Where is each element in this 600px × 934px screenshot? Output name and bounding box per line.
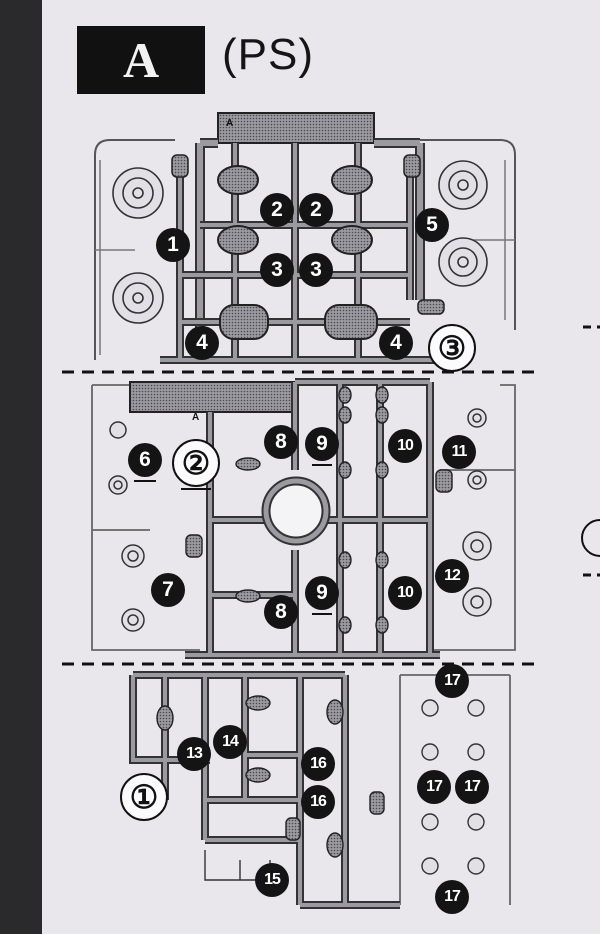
part-number-9-underline	[312, 613, 332, 615]
part-number-4: 4	[379, 326, 413, 360]
part-number-16: 16	[301, 747, 335, 781]
sub-runner-2-underline	[181, 488, 211, 490]
part-number-17: 17	[455, 770, 489, 804]
outer-frame-thin	[94, 139, 516, 360]
part-number-5: 5	[415, 208, 449, 242]
part-number-2: 2	[260, 193, 294, 227]
part-number-2: 2	[299, 193, 333, 227]
part-number-8: 8	[264, 595, 298, 629]
part-number-4: 4	[185, 326, 219, 360]
runner-letter: A	[122, 32, 160, 88]
part-number-17: 17	[435, 880, 469, 914]
part-number-10: 10	[388, 576, 422, 610]
part-number-9: 9	[305, 427, 339, 461]
runner-letter-box: A	[77, 26, 205, 94]
runner-section-3	[94, 112, 516, 364]
runner-plastic-code: (PS)	[222, 30, 314, 79]
gate-tag-section-2: A	[192, 412, 200, 423]
inner-frame-thin	[95, 160, 515, 355]
part-number-13: 13	[177, 737, 211, 771]
gate-tag-section-3: A	[226, 118, 234, 129]
part-number-9: 9	[305, 576, 339, 610]
part-number-8: 8	[264, 425, 298, 459]
sub-runner-3-marker: ③	[428, 324, 476, 372]
part-number-1: 1	[156, 228, 190, 262]
runner-section-2	[91, 378, 516, 659]
page-spine	[0, 0, 42, 934]
part-number-7: 7	[151, 573, 185, 607]
part-number-6: 6	[128, 443, 162, 477]
part-number-6-underline	[134, 480, 156, 482]
thin-frame-2	[91, 384, 516, 651]
top-tab	[217, 112, 375, 144]
part-number-9-underline	[312, 464, 332, 466]
part-number-17: 17	[435, 664, 469, 698]
part-number-3: 3	[299, 253, 333, 287]
runner-main-frame-fill	[197, 140, 423, 360]
part-number-16: 16	[301, 785, 335, 819]
part-number-11: 11	[442, 435, 476, 469]
gate-block	[129, 381, 296, 413]
part-number-15: 15	[255, 863, 289, 897]
edge-circle-fragment	[581, 519, 600, 557]
part-number-14: 14	[213, 725, 247, 759]
sub-runner-1-marker: ①	[120, 773, 168, 821]
sub-runner-2-marker: ②	[172, 439, 220, 487]
part-number-10: 10	[388, 429, 422, 463]
part-number-12: 12	[435, 559, 469, 593]
part-number-3: 3	[260, 253, 294, 287]
part-number-17: 17	[417, 770, 451, 804]
